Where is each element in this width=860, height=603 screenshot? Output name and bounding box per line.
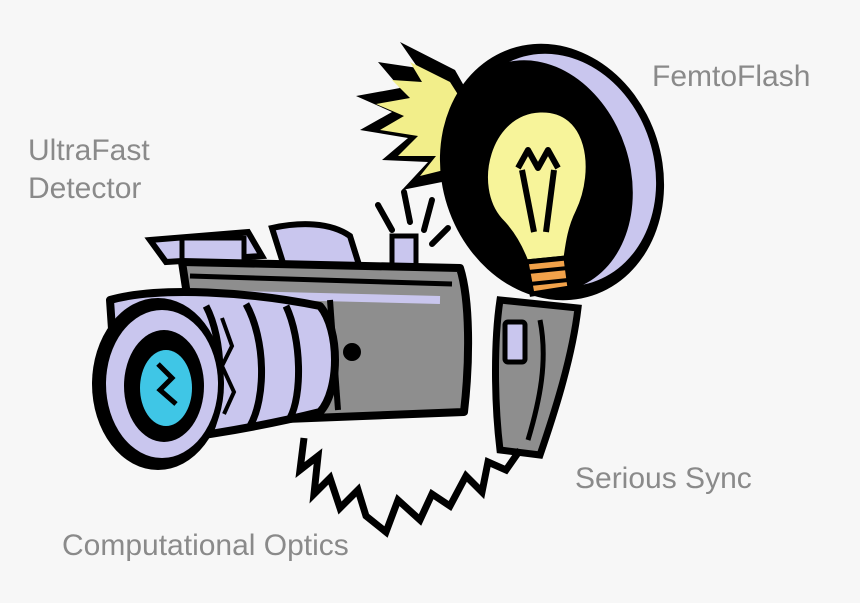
lightbulb-icon (483, 107, 591, 297)
label-femtoflash: FemtoFlash (652, 60, 811, 93)
sync-cable (295, 437, 523, 538)
label-serious-sync: Serious Sync (575, 462, 752, 495)
label-ultrafast-line1: UltraFast (28, 134, 150, 167)
spark-lines (375, 189, 451, 247)
lens-front (92, 298, 224, 470)
flash-handle (492, 296, 582, 459)
label-ultrafast-line2: Detector (28, 172, 142, 205)
label-ultrafast-detector: UltraFast Detector (28, 132, 150, 208)
camera-top (144, 221, 419, 275)
label-computational-optics: Computational Optics (62, 529, 349, 562)
